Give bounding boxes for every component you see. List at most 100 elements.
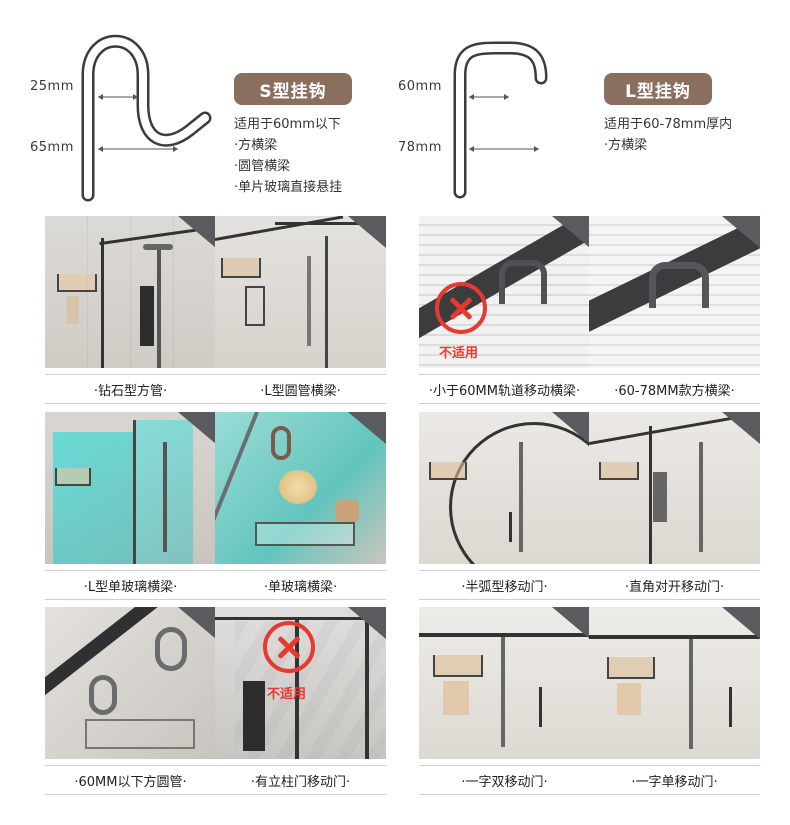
l-hook-title: L型挂钩 <box>604 73 712 105</box>
photo-corner <box>722 412 760 444</box>
s-hook-desc-line: 适用于60mm以下 <box>234 117 341 132</box>
l-hook-product <box>649 262 709 308</box>
photo-corner <box>348 216 386 248</box>
s-hook-dim-bottom: 65mm <box>30 140 74 155</box>
shower-column <box>307 256 311 346</box>
shelf-basket <box>433 655 483 677</box>
glass-frame <box>101 238 104 368</box>
forbidden-icon <box>435 282 487 334</box>
shelf-basket <box>85 719 195 749</box>
cell-caption: ·60-78MM款方横梁· <box>589 374 760 404</box>
scene-photo: 不适用 <box>419 216 590 368</box>
l-hook-dim-top: 60mm <box>398 79 442 94</box>
shower-column <box>501 637 505 747</box>
shelf-basket <box>607 657 655 679</box>
s-hook-desc-line: ·方横梁 <box>234 138 278 153</box>
post <box>295 619 299 759</box>
cell-post-sliding-door: 不适用 ·有立柱门移动门· <box>215 607 386 797</box>
cell-caption: ·有立柱门移动门· <box>215 765 386 795</box>
frame-top <box>215 617 386 620</box>
scene-photo <box>589 607 760 759</box>
s-hook-desc-line: ·单片玻璃直接悬挂 <box>234 180 343 195</box>
s-hook-title: S型挂钩 <box>234 73 352 105</box>
cell-diamond-square-tube: ·钻石型方管· <box>45 216 216 406</box>
shower-head <box>143 244 173 250</box>
wall-tile <box>45 216 216 368</box>
niche <box>243 681 265 751</box>
niche <box>140 286 154 346</box>
cell-caption: ·半弧型移动门· <box>419 570 590 600</box>
scene-photo <box>45 216 216 368</box>
scene-photo <box>589 412 760 564</box>
scene-photo <box>215 216 386 368</box>
post <box>365 619 369 759</box>
shelf-basket <box>599 462 639 480</box>
scene-photo <box>45 412 216 564</box>
l-hook-desc-line: ·方横梁 <box>604 138 648 153</box>
scene-photo <box>419 412 590 564</box>
l-hook-desc: 适用于60-78mm厚内 ·方横梁 <box>604 114 732 156</box>
cell-caption: ·直角对开移动门· <box>589 570 760 600</box>
l-hook-desc-line: 适用于60-78mm厚内 <box>604 117 733 132</box>
cell-caption: ·L型单玻璃横梁· <box>45 570 216 600</box>
l-hook-product <box>499 260 547 304</box>
glass-frame <box>133 420 136 564</box>
niche <box>653 472 667 522</box>
scene-photo <box>215 412 386 564</box>
s-hook-desc: 适用于60mm以下 ·方横梁 ·圆管横梁 ·单片玻璃直接悬挂 <box>234 114 342 198</box>
shower-column <box>519 442 523 552</box>
s-hook-dim-top: 25mm <box>30 79 74 94</box>
cell-caption: ·一字单移动门· <box>589 765 760 795</box>
glass-panel-highlight <box>53 432 133 564</box>
frame-top <box>419 633 590 637</box>
arc-frame <box>449 422 590 564</box>
cell-caption: ·60MM以下方圆管· <box>45 765 216 795</box>
l-hook-dim-bottom: 78mm <box>398 140 442 155</box>
cell-l-single-glass-beam: ·L型单玻璃横梁· <box>45 412 216 602</box>
scene-photo <box>419 607 590 759</box>
shower-column <box>163 442 167 552</box>
shelf-basket <box>429 462 467 480</box>
towel <box>443 681 469 715</box>
scene-photo <box>589 216 760 368</box>
forbidden-icon <box>263 621 315 673</box>
door-handle <box>729 687 732 727</box>
photo-corner <box>348 412 386 444</box>
cell-l-round-tube-beam: ·L型圆管横梁· <box>215 216 386 406</box>
towel <box>67 296 79 324</box>
cell-square-round-tube-under-60: ·60MM以下方圆管· <box>45 607 216 797</box>
round-tube <box>45 607 213 700</box>
shower-column <box>157 246 161 368</box>
towel <box>617 683 641 715</box>
shelf-basket <box>55 468 91 486</box>
cell-straight-single-sliding-door: ·一字单移动门· <box>589 607 760 797</box>
cell-straight-double-sliding-door: ·一字双移动门· <box>419 607 590 797</box>
glass-frame <box>275 222 386 225</box>
soap-dish <box>335 500 359 522</box>
cell-caption: ·单玻璃横梁· <box>215 570 386 600</box>
cell-right-angle-sliding-door: ·直角对开移动门· <box>589 412 760 602</box>
s-hook-diagram <box>81 34 212 202</box>
towel-rack <box>245 286 265 326</box>
door-handle <box>509 512 512 542</box>
not-suitable-label: 不适用 <box>439 346 479 361</box>
shower-column <box>689 639 693 749</box>
s-hook-product <box>89 675 117 715</box>
l-hook-diagram <box>453 41 548 199</box>
cell-caption: ·钻石型方管· <box>45 374 216 404</box>
shower-column <box>699 442 703 552</box>
glass-frame <box>215 412 259 554</box>
not-suitable-label: 不适用 <box>267 687 307 702</box>
s-hook-product <box>155 627 187 671</box>
cell-rail-beam-under-60: 不适用 ·小于60MM轨道移动横梁· <box>419 216 590 406</box>
cell-single-glass-beam: ·单玻璃横梁· <box>215 412 386 602</box>
bath-sponge <box>279 470 317 504</box>
shelf-basket <box>255 522 355 546</box>
scene-photo <box>45 607 216 759</box>
scene-photo: 不适用 <box>215 607 386 759</box>
s-hook-desc-line: ·圆管横梁 <box>234 159 291 174</box>
shelf-basket <box>221 258 261 278</box>
s-hook-product <box>271 426 291 460</box>
door-handle <box>539 687 542 727</box>
cell-caption: ·一字双移动门· <box>419 765 590 795</box>
